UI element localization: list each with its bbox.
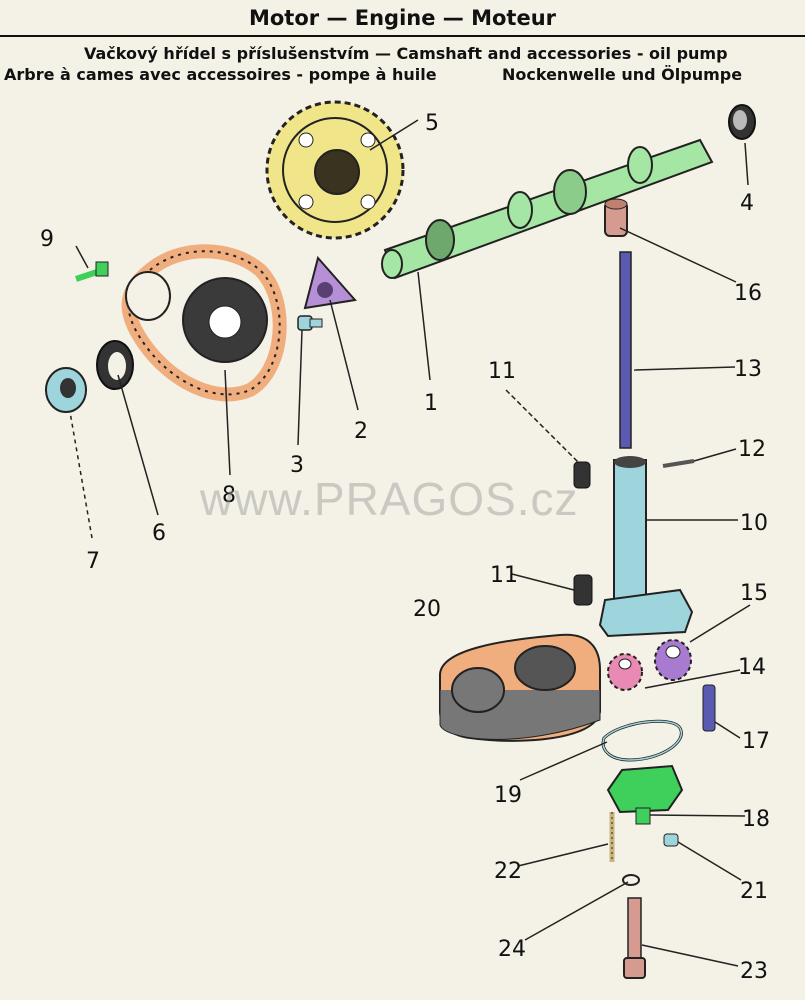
label-part-11-lower: 11 — [490, 563, 518, 588]
label-part-18: 18 — [742, 807, 770, 832]
camshaft-part-1 — [381, 138, 714, 280]
label-part-2: 2 — [354, 419, 368, 444]
ring-part-24 — [622, 874, 640, 886]
label-part-9: 9 — [40, 227, 54, 252]
label-part-1: 1 — [424, 391, 438, 416]
label-part-14: 14 — [738, 655, 766, 680]
page-title: Motor — Engine — Moteur — [248, 6, 557, 30]
label-part-7: 7 — [86, 549, 100, 574]
label-part-19: 19 — [494, 783, 522, 808]
label-part-8: 8 — [222, 483, 236, 508]
shaft-part-13 — [619, 251, 632, 449]
bolt-part-3 — [297, 315, 323, 331]
gear-part-15 — [654, 639, 692, 681]
label-part-4: 4 — [740, 191, 754, 216]
subtitle-line-2: Arbre à cames avec accessoires - pompe à… — [4, 65, 437, 84]
label-part-10: 10 — [740, 511, 768, 536]
label-part-16: 16 — [734, 281, 762, 306]
label-part-21: 21 — [740, 879, 768, 904]
label-part-22: 22 — [494, 859, 522, 884]
label-part-6: 6 — [152, 521, 166, 546]
label-part-23: 23 — [740, 959, 768, 984]
label-part-24: 24 — [498, 937, 526, 962]
gasket-part-19 — [601, 719, 683, 762]
watermark: www.PRAGOS.cz — [200, 473, 579, 525]
pin-part-17 — [702, 684, 716, 732]
drive-gear-part-16 — [604, 198, 628, 237]
cam-sprocket-part-5 — [265, 100, 405, 240]
label-part-3: 3 — [290, 453, 304, 478]
label-part-13: 13 — [734, 357, 762, 382]
screw-part-21 — [663, 833, 679, 847]
screw-part-9 — [75, 261, 109, 282]
plug-part-4 — [728, 104, 756, 140]
bolt-part-23 — [623, 897, 646, 979]
pump-body-part-10 — [598, 456, 694, 638]
subtitle-line-3: Nockenwelle und Ölpumpe — [502, 65, 743, 84]
label-part-11-upper: 11 — [488, 359, 516, 384]
label-part-15: 15 — [740, 581, 768, 606]
washer-part-6 — [96, 340, 134, 390]
leader-lines — [69, 119, 751, 967]
pin-part-12 — [662, 459, 695, 468]
nut-part-7 — [45, 367, 87, 413]
timing-chain-part-8 — [121, 244, 287, 402]
label-part-20: 20 — [413, 597, 441, 622]
label-part-5: 5 — [425, 111, 439, 136]
title-divider — [0, 35, 805, 37]
bushing-part-11-upper — [573, 461, 591, 489]
oil-strainer-part-20 — [439, 633, 601, 742]
label-part-17: 17 — [742, 729, 770, 754]
gear-part-14 — [607, 653, 643, 691]
bushing-part-11-lower — [573, 574, 593, 606]
label-part-12: 12 — [738, 437, 766, 462]
bracket-part-2 — [303, 255, 357, 310]
subtitle-line-1: Vačkový hřídel s příslušenstvím — Camsha… — [84, 44, 728, 63]
pump-cover-part-18 — [606, 764, 684, 825]
